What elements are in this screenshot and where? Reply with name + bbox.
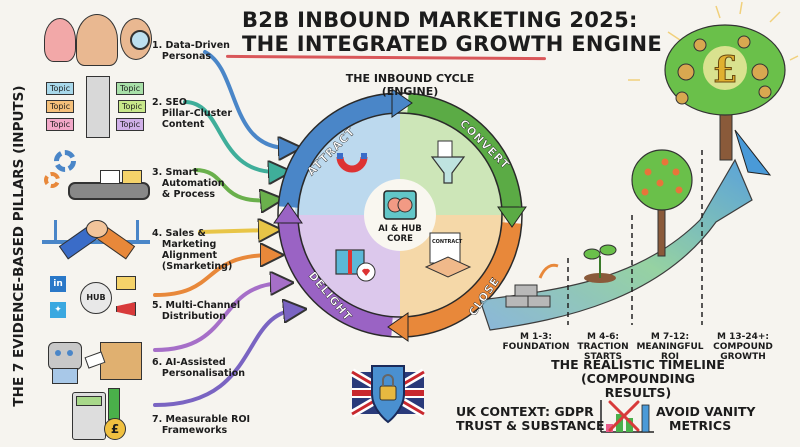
pillar-5-label: 5. Multi-Channel Distribution bbox=[152, 300, 241, 322]
timeline-phase-4: M 13-24+: COMPOUND GROWTH bbox=[713, 332, 773, 362]
pillar-4-label: 4. Sales & Marketing Alignment (Smarketi… bbox=[152, 228, 233, 272]
timeline-title-line-1: THE REALISTIC TIMELINE bbox=[551, 357, 725, 372]
contract-label: CONTRACT bbox=[432, 239, 463, 245]
timeline-separators bbox=[567, 150, 703, 325]
gift-heart-icon bbox=[335, 249, 376, 282]
core-label-line-2: CORE bbox=[387, 234, 413, 244]
avoid-vanity-text: AVOID VANITY METRICS bbox=[656, 404, 756, 433]
megaphone-icon bbox=[116, 302, 136, 316]
pillar-1-label: 1. Data-Driven Personas bbox=[152, 40, 230, 62]
vanity-chart-icon bbox=[600, 400, 654, 433]
topic-tag: Topic bbox=[46, 118, 75, 131]
twitter-icon: ✦ bbox=[50, 302, 66, 318]
magnet-icon bbox=[336, 153, 368, 173]
mail-icon bbox=[116, 276, 136, 290]
hub-node: HUB bbox=[80, 282, 112, 314]
pillar-6-label: 6. AI-Assisted Personalisation bbox=[152, 357, 246, 379]
handshake-bridge-icon bbox=[42, 212, 150, 264]
calculator-pound-icon: £ bbox=[72, 388, 132, 444]
topic-tag: Topic bbox=[118, 100, 147, 113]
pillar-2-label: 2. SEO Pillar-Cluster Content bbox=[152, 97, 233, 130]
sprout-icon bbox=[583, 244, 617, 283]
uk-context-text: UK CONTEXT: GDPR TRUST & SUBSTANCE bbox=[456, 404, 605, 433]
pillar-column-icon: Topic Topic Topic Topic Topic Topic bbox=[46, 76, 147, 138]
cycle-title-line-1: THE INBOUND CYCLE bbox=[345, 72, 475, 85]
svg-text:£: £ bbox=[712, 49, 737, 91]
timeline-title: THE REALISTIC TIMELINE (COMPOUNDING RESU… bbox=[548, 358, 728, 400]
contract-handshake-icon bbox=[424, 232, 472, 278]
funnel-icon bbox=[430, 140, 466, 184]
data-personas-icon bbox=[44, 14, 154, 66]
timeline-ribbon bbox=[479, 129, 772, 331]
timeline-phase-3: M 7-12: MEANINGFUL ROI bbox=[636, 332, 704, 362]
cycle-title: THE INBOUND CYCLE (ENGINE) bbox=[330, 72, 490, 98]
timeline-phase-2: M 4-6: TRACTION STARTS bbox=[577, 332, 629, 362]
core-label-line-1: AI & HUB bbox=[378, 224, 422, 234]
pillar-7-label: 7. Measurable ROI Frameworks bbox=[152, 414, 251, 436]
robot-package-icon bbox=[48, 334, 148, 386]
timeline-phase-1: M 1-3: FOUNDATION bbox=[502, 332, 570, 352]
topic-tag: Topic bbox=[116, 118, 145, 131]
pillar-arrows bbox=[153, 50, 295, 407]
bricks-icon bbox=[505, 263, 559, 308]
hub-channels-icon: in ✦ HUB bbox=[50, 276, 150, 328]
linkedin-icon: in bbox=[50, 276, 66, 292]
topic-tag: Topic bbox=[46, 100, 75, 113]
gears-conveyor-icon bbox=[44, 150, 150, 200]
topic-tag: Topic bbox=[46, 82, 75, 95]
pillar-3-label: 3. Smart Automation & Process bbox=[152, 167, 225, 200]
inbound-cycle bbox=[273, 88, 527, 342]
cycle-title-line-2: (ENGINE) bbox=[381, 85, 439, 98]
timeline-title-line-2: (COMPOUNDING RESULTS) bbox=[580, 371, 696, 400]
topic-tag: Topic bbox=[116, 82, 145, 95]
money-tree-icon: £ bbox=[628, 1, 799, 161]
uk-shield-icon bbox=[349, 365, 427, 424]
fruit-tree-icon bbox=[631, 149, 693, 257]
core-label: AI & HUB CORE bbox=[370, 224, 430, 244]
